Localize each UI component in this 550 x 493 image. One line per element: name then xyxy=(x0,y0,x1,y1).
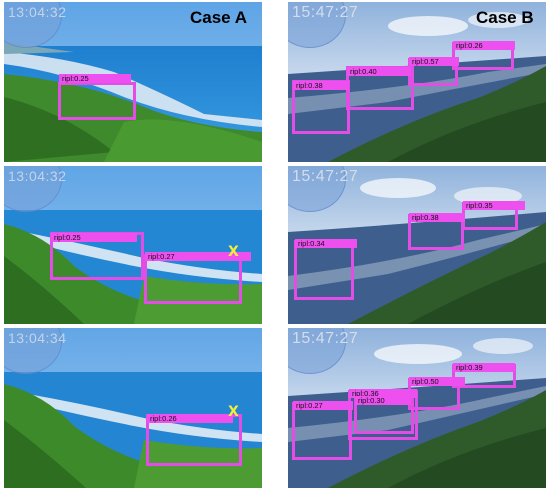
case-a-panel-2: 13:04:32 ripl:0.25 ripl:0.27 X xyxy=(4,166,262,324)
case-b-panel-3: 15:47:27 ripl:0.39 ripl:0.50 ripl:0.36 r… xyxy=(288,328,546,488)
detection-box xyxy=(292,402,352,460)
detection-label: ripl:0.39 xyxy=(453,363,515,372)
detection-label: ripl:0.25 xyxy=(59,74,131,83)
case-b-panel-2: 15:47:27 ripl:0.35 ripl:0.38 ripl:0.34 xyxy=(288,166,546,324)
detection-label: ripl:0.50 xyxy=(409,377,465,386)
timestamp: 15:47:27 xyxy=(292,4,359,21)
detection-label: ripl:0.36 xyxy=(349,389,417,398)
case-b-panel-1: 15:47:27 Case B ripl:0.26 ripl:0.57 ripl… xyxy=(288,2,546,162)
detection-box xyxy=(144,254,242,304)
detection-label: ripl:0.27 xyxy=(293,401,353,410)
timestamp: 13:04:32 xyxy=(8,4,67,20)
timestamp: 13:04:32 xyxy=(8,168,67,184)
timestamp: 15:47:27 xyxy=(292,330,359,347)
case-a-panel-3: 13:04:34 ripl:0.26 X xyxy=(4,328,262,488)
detection-label: ripl:0.35 xyxy=(463,201,525,210)
detection-label: ripl:0.26 xyxy=(147,414,233,423)
detection-label: ripl:0.30 xyxy=(355,396,411,405)
detection-label: ripl:0.40 xyxy=(347,67,411,76)
false-detection-marker: X xyxy=(228,404,239,420)
detection-box xyxy=(58,82,136,120)
timestamp: 13:04:34 xyxy=(8,330,67,346)
case-a-panel-1: 13:04:32 Case A ripl:0.25 xyxy=(4,2,262,162)
detection-label: ripl:0.27 xyxy=(145,252,251,261)
detection-box xyxy=(294,240,354,300)
timestamp: 15:47:27 xyxy=(292,168,359,185)
coastal-scene-image xyxy=(288,328,546,488)
case-a-title: Case A xyxy=(190,8,248,27)
detection-label: ripl:0.34 xyxy=(295,239,357,248)
detection-label: ripl:0.57 xyxy=(409,57,459,66)
detection-label: ripl:0.26 xyxy=(453,41,515,50)
detection-label: ripl:0.25 xyxy=(51,233,137,242)
detection-label: ripl:0.38 xyxy=(293,81,349,90)
case-b-title: Case B xyxy=(476,8,534,27)
coastal-scene-image xyxy=(4,328,262,488)
false-detection-marker: X xyxy=(228,244,239,260)
detection-label: ripl:0.38 xyxy=(409,213,465,222)
